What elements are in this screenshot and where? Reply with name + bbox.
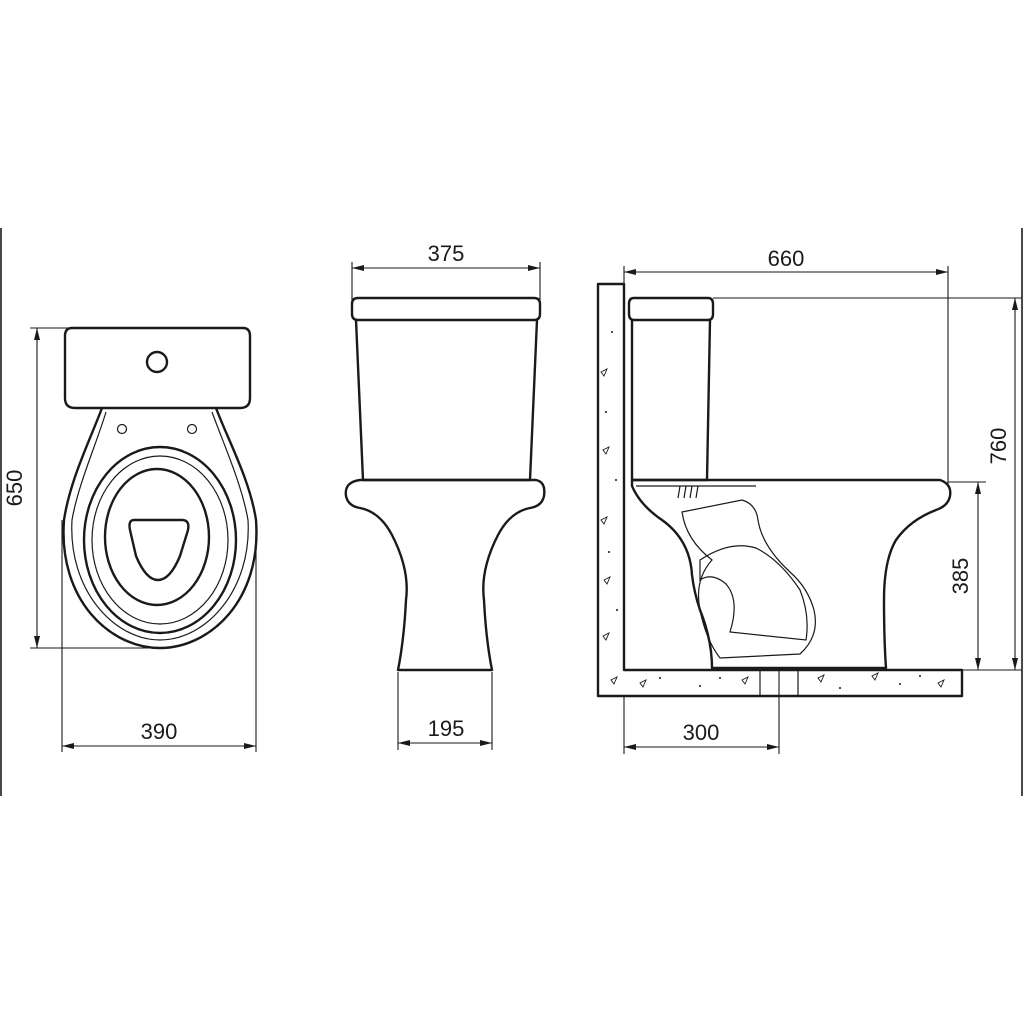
side-view-trapway	[681, 499, 816, 659]
side-view-wall	[596, 282, 964, 698]
dim-390-label: 390	[141, 719, 178, 744]
dim-650-arrow-top	[34, 328, 40, 340]
hinge-hole-right-icon	[186, 423, 198, 435]
top-view: 650 390	[2, 326, 258, 752]
dim-300-label: 300	[683, 720, 720, 745]
top-view-bowl-outer	[62, 406, 258, 650]
flush-ports	[636, 485, 756, 499]
side-view-tank-lid	[627, 296, 715, 322]
dim-300-arrow-left	[624, 744, 636, 750]
dim-650-label: 650	[2, 470, 27, 507]
dim-195-label: 195	[428, 716, 465, 741]
dim-385-label: 385	[948, 558, 973, 595]
concrete-hatching	[600, 331, 945, 689]
side-view-tank-body	[630, 318, 712, 482]
front-view-tank-body	[354, 318, 539, 482]
top-view-seat-inner-line	[91, 455, 229, 625]
dim-195-arrow-left	[398, 740, 410, 746]
dim-660-arrow-right	[936, 269, 948, 275]
front-view-bowl-rim	[344, 478, 546, 672]
front-view-tank-lid	[350, 296, 542, 322]
dim-760-label: 760	[986, 428, 1011, 465]
top-view-tank	[63, 326, 252, 410]
dim-375-arrow-right	[528, 265, 540, 271]
side-view-trapway-inner	[699, 545, 808, 641]
top-view-seat	[82, 445, 238, 635]
side-view: 660 760 385 300	[596, 246, 1022, 754]
dim-375-arrow-left	[352, 265, 364, 271]
top-view-drain-hole	[128, 518, 190, 582]
dim-660-arrow-left	[624, 269, 636, 275]
dim-300-arrow-right	[767, 744, 779, 750]
dim-390-arrow-right	[244, 743, 256, 749]
dim-660-label: 660	[768, 246, 805, 271]
dim-390-arrow-left	[62, 743, 74, 749]
front-view: 375 195	[344, 241, 546, 750]
dim-650-arrow-bottom	[34, 636, 40, 648]
side-view-bowl	[630, 478, 952, 670]
dim-195-arrow-right	[480, 740, 492, 746]
top-view-bowl-opening	[103, 467, 211, 607]
hinge-hole-left-icon	[116, 423, 128, 435]
dim-375-label: 375	[428, 241, 465, 266]
flush-button-icon	[145, 350, 169, 374]
dim-760-arrow-top	[1012, 298, 1018, 310]
dim-760-arrow-bottom	[1012, 658, 1018, 670]
top-view-lid-rim	[71, 411, 249, 641]
dim-385-arrow-top	[975, 482, 981, 494]
dim-385-arrow-bottom	[975, 658, 981, 670]
